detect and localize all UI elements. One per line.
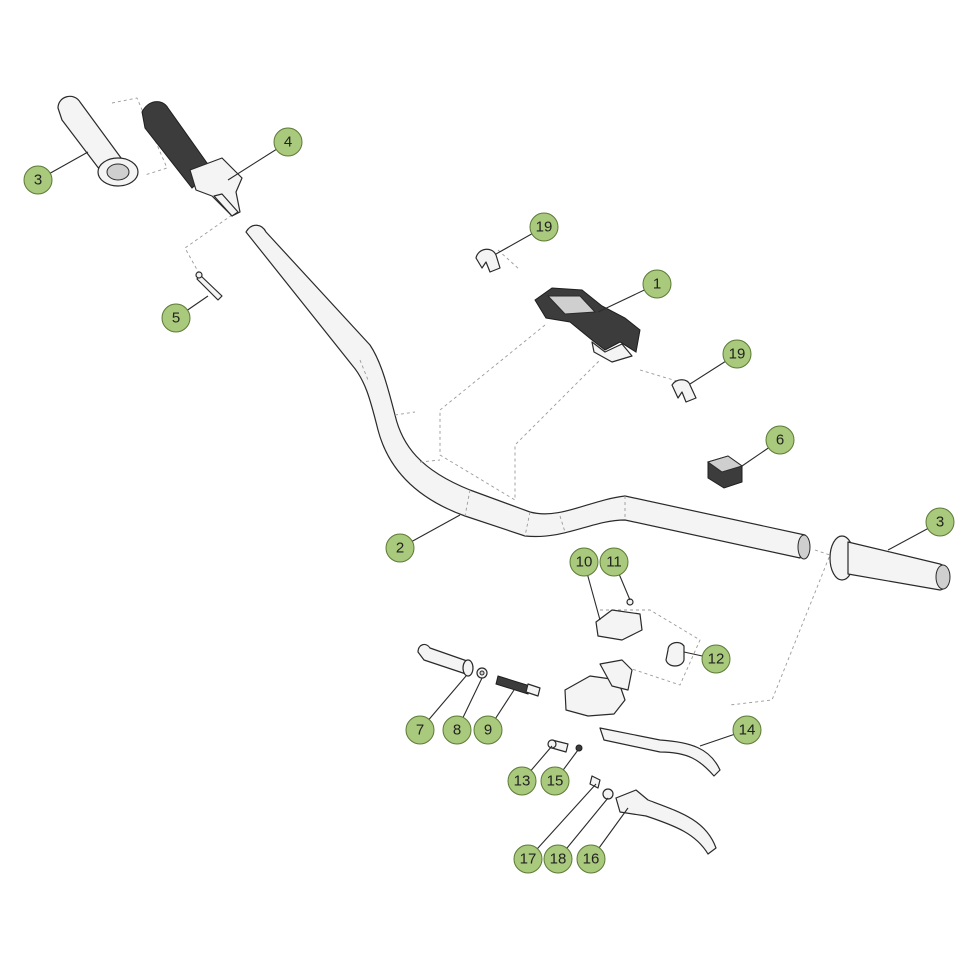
callout-3: 3 xyxy=(23,165,53,195)
callout-label: 18 xyxy=(550,851,567,868)
callout-6: 6 xyxy=(765,425,795,455)
callout-label: 19 xyxy=(536,219,553,236)
callout-14: 14 xyxy=(732,715,762,745)
throttle-grip xyxy=(141,101,243,217)
switch-block xyxy=(706,455,744,489)
master-cylinder xyxy=(564,659,721,777)
callout-8: 8 xyxy=(442,715,472,745)
pivot-nut xyxy=(575,744,583,752)
callout-2: 2 xyxy=(385,533,415,563)
lever-washer xyxy=(602,788,614,800)
callout-label: 12 xyxy=(708,651,725,668)
callout-label: 19 xyxy=(729,346,746,363)
callout-17: 17 xyxy=(513,844,543,874)
handlebar-clamp xyxy=(534,287,641,363)
callout-label: 17 xyxy=(520,851,537,868)
callout-label: 5 xyxy=(172,310,180,327)
callout-label: 16 xyxy=(583,851,600,868)
spring xyxy=(495,675,541,697)
callout-9: 9 xyxy=(473,715,503,745)
callout-19-upper: 19 xyxy=(529,212,559,242)
handlebar-tube xyxy=(245,224,811,560)
callout-5: 5 xyxy=(161,303,191,333)
assembly-guide-lines xyxy=(111,97,831,811)
callout-label: 3 xyxy=(34,172,42,189)
callout-11: 11 xyxy=(599,547,629,577)
left-grip xyxy=(57,95,139,187)
pin xyxy=(195,271,223,301)
callout-label: 2 xyxy=(396,540,404,557)
callout-label: 3 xyxy=(936,514,944,531)
callout-label: 8 xyxy=(453,722,461,739)
callout-label: 10 xyxy=(576,554,593,571)
callout-label: 13 xyxy=(514,773,531,790)
callout-label: 6 xyxy=(776,432,784,449)
callout-13: 13 xyxy=(507,766,537,796)
reservoir-cover xyxy=(595,598,643,641)
cable-tie-upper xyxy=(475,248,501,273)
callout-1: 1 xyxy=(642,269,672,299)
callout-12: 12 xyxy=(701,644,731,674)
bushing xyxy=(589,775,601,789)
callout-16: 16 xyxy=(576,844,606,874)
callout-label: 14 xyxy=(739,722,756,739)
callouts: 3 4 19 1 19 5 6 3 xyxy=(23,127,955,874)
reservoir-cap xyxy=(665,641,685,667)
callout-label: 9 xyxy=(484,722,492,739)
callout-4: 4 xyxy=(273,127,303,157)
brake-lever xyxy=(615,789,717,855)
cable-tie-lower xyxy=(671,379,697,403)
callout-15: 15 xyxy=(540,766,570,796)
callout-19-lower: 19 xyxy=(722,339,752,369)
callout-label: 15 xyxy=(547,773,564,790)
callout-label: 4 xyxy=(284,134,292,151)
pivot-bolt xyxy=(547,739,569,753)
callout-7: 7 xyxy=(405,715,435,745)
right-grip xyxy=(829,535,951,591)
callout-18: 18 xyxy=(543,844,573,874)
callout-3-right: 3 xyxy=(925,507,955,537)
callout-label: 7 xyxy=(416,722,424,739)
washer xyxy=(476,667,488,679)
callout-label: 11 xyxy=(606,554,622,571)
callout-10: 10 xyxy=(569,547,599,577)
callout-label: 1 xyxy=(653,276,661,293)
lever-pin xyxy=(417,643,474,677)
